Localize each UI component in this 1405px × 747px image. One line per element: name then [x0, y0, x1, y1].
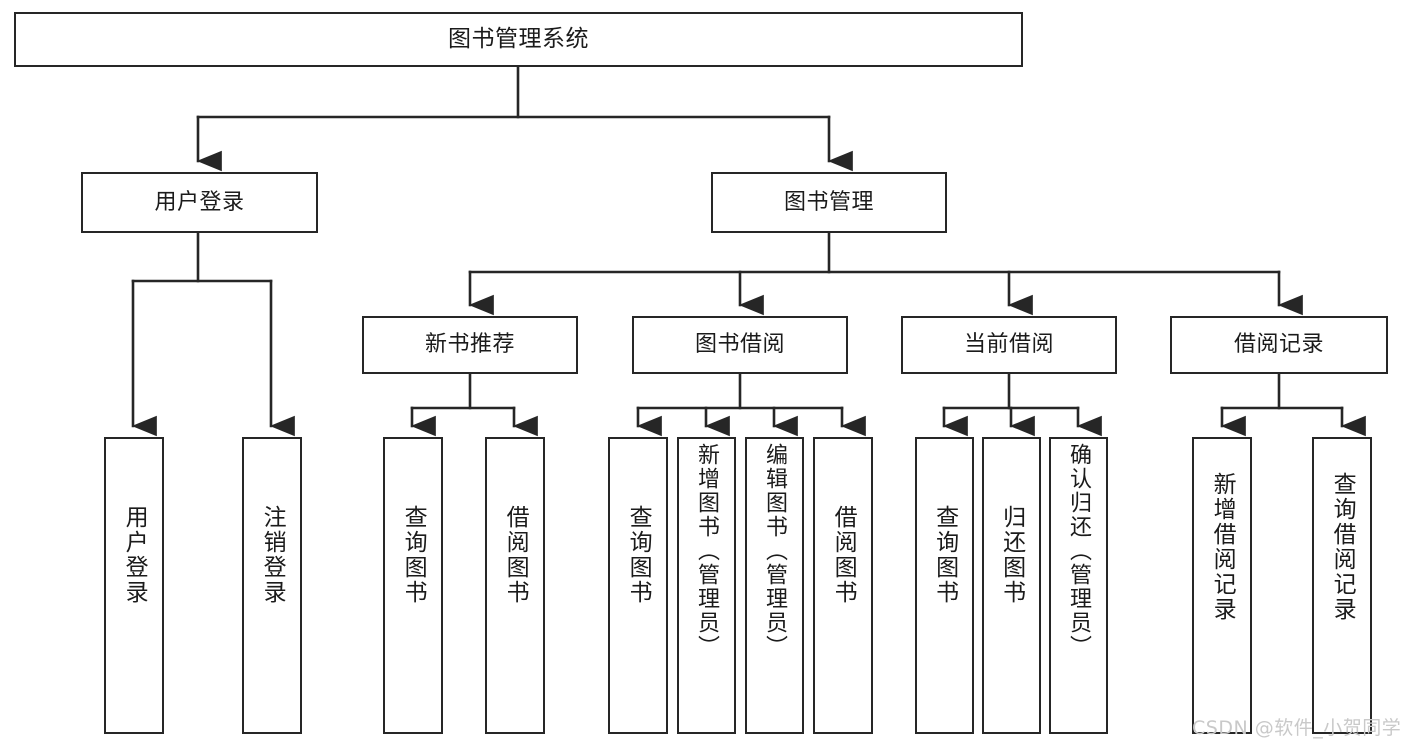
leaf-add-book-admin[interactable]: 新增图书（管理员）	[677, 437, 736, 734]
node-label: 查询图书	[625, 505, 652, 605]
node-label: 归还图书	[998, 505, 1025, 605]
node-user-login[interactable]: 用户登录	[81, 172, 318, 233]
node-label: 用户登录	[121, 505, 148, 605]
node-label: 借阅记录	[1233, 332, 1324, 358]
leaf-query-book-current[interactable]: 查询图书	[915, 437, 974, 734]
node-label: 编辑图书（管理员）	[762, 443, 788, 659]
node-label: 查询图书	[400, 505, 427, 605]
leaf-query-book-recommend[interactable]: 查询图书	[383, 437, 443, 734]
node-new-book-recommend[interactable]: 新书推荐	[362, 316, 578, 374]
node-label: 图书管理	[783, 189, 874, 215]
node-label: 借阅图书	[502, 505, 529, 605]
node-label: 图书管理系统	[448, 25, 589, 52]
leaf-edit-book-admin[interactable]: 编辑图书（管理员）	[745, 437, 804, 734]
leaf-confirm-return-admin[interactable]: 确认归还（管理员）	[1049, 437, 1108, 734]
node-label: 新书推荐	[424, 332, 515, 358]
node-label: 新增图书（管理员）	[694, 443, 720, 659]
node-label: 新增借阅记录	[1209, 472, 1236, 622]
node-label: 用户登录	[154, 189, 245, 215]
node-label: 确认归还（管理员）	[1066, 443, 1092, 659]
leaf-borrow-book-recommend[interactable]: 借阅图书	[485, 437, 545, 734]
node-current-borrow[interactable]: 当前借阅	[901, 316, 1117, 374]
leaf-logout-login[interactable]: 注销登录	[242, 437, 302, 734]
node-label: 当前借阅	[963, 332, 1054, 358]
leaf-add-borrow-record[interactable]: 新增借阅记录	[1192, 437, 1252, 734]
node-label: 图书借阅	[694, 332, 785, 358]
leaf-user-login[interactable]: 用户登录	[104, 437, 164, 734]
node-label: 借阅图书	[830, 505, 857, 605]
csdn-watermark: CSDN @软件_小贺同学	[1192, 717, 1402, 739]
leaf-query-borrow-record[interactable]: 查询借阅记录	[1312, 437, 1372, 734]
leaf-query-book-borrow[interactable]: 查询图书	[608, 437, 668, 734]
node-book-borrow[interactable]: 图书借阅	[632, 316, 848, 374]
node-label: 查询借阅记录	[1329, 472, 1356, 622]
node-borrow-record[interactable]: 借阅记录	[1170, 316, 1388, 374]
leaf-borrow-book-borrow[interactable]: 借阅图书	[813, 437, 873, 734]
node-label: 注销登录	[259, 505, 286, 605]
node-label: 查询图书	[931, 505, 958, 605]
node-book-management-system[interactable]: 图书管理系统	[14, 12, 1023, 67]
leaf-return-book[interactable]: 归还图书	[982, 437, 1041, 734]
node-book-manage[interactable]: 图书管理	[711, 172, 947, 233]
